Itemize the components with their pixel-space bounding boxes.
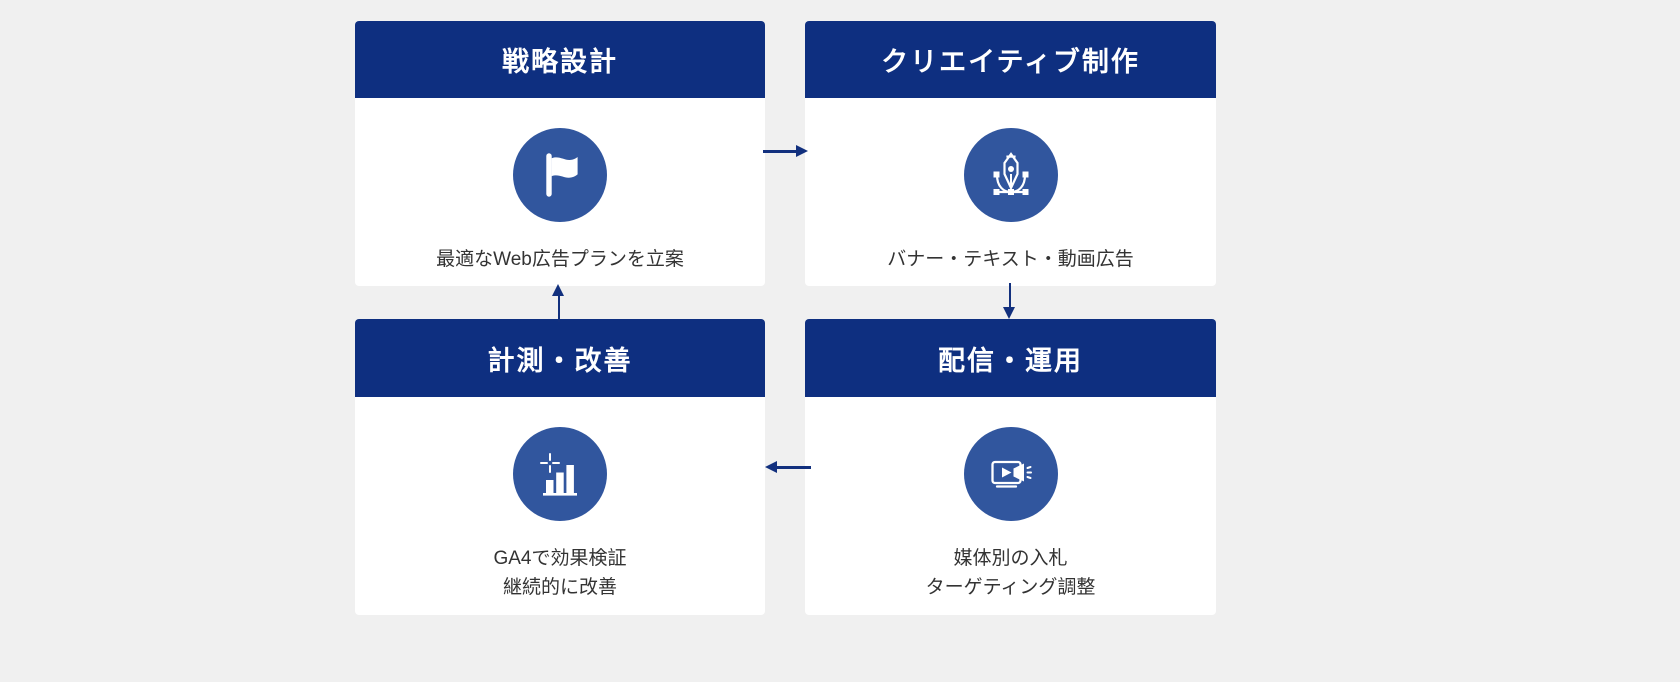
arrow-down-shaft xyxy=(1008,283,1011,311)
arrow-left-shaft xyxy=(774,466,811,469)
card-measure-description: GA4で効果検証 継続的に改善 xyxy=(493,548,627,598)
arrow-right-shaft xyxy=(763,150,800,153)
arrow-right-head xyxy=(796,145,808,157)
video-megaphone-icon xyxy=(963,427,1058,521)
card-delivery-description: 媒体別の入札 ターゲティング調整 xyxy=(925,548,1096,598)
card-creative[interactable]: クリエイティブ制作 xyxy=(805,21,1216,286)
card-creative-title: クリエイティブ制作 xyxy=(805,21,1216,98)
card-strategy-description: 最適なWeb広告プランを立案 xyxy=(436,249,684,270)
arrow-right-icon xyxy=(763,143,809,159)
flag-icon xyxy=(513,128,607,222)
arrow-up-icon xyxy=(551,284,567,322)
card-creative-body: バナー・テキスト・動画広告 xyxy=(805,98,1216,275)
card-measure-title: 計測・改善 xyxy=(355,319,765,397)
card-creative-description: バナー・テキスト・動画広告 xyxy=(887,249,1134,270)
arrow-up-head xyxy=(552,284,564,296)
card-delivery[interactable]: 配信・運用 媒体 xyxy=(805,319,1216,615)
card-strategy-title: 戦略設計 xyxy=(355,21,765,98)
card-measure-body: GA4で効果検証 継続的に改善 xyxy=(355,397,765,603)
arrow-left-head xyxy=(765,461,777,473)
card-delivery-title: 配信・運用 xyxy=(805,319,1216,397)
pen-tool-icon xyxy=(963,128,1058,222)
bar-chart-sparkle-icon xyxy=(513,427,607,521)
arrow-down-icon xyxy=(1002,283,1018,321)
arrow-up-shaft xyxy=(557,294,560,322)
arrow-down-head xyxy=(1003,307,1015,319)
card-strategy[interactable]: 戦略設計 最適なWeb広告プランを立案 xyxy=(355,21,765,286)
card-delivery-body: 媒体別の入札 ターゲティング調整 xyxy=(805,397,1216,603)
card-strategy-body: 最適なWeb広告プランを立案 xyxy=(355,98,765,275)
card-measure[interactable]: 計測・改善 GA4で効果検証 継続 xyxy=(355,319,765,615)
arrow-left-icon xyxy=(765,459,811,475)
